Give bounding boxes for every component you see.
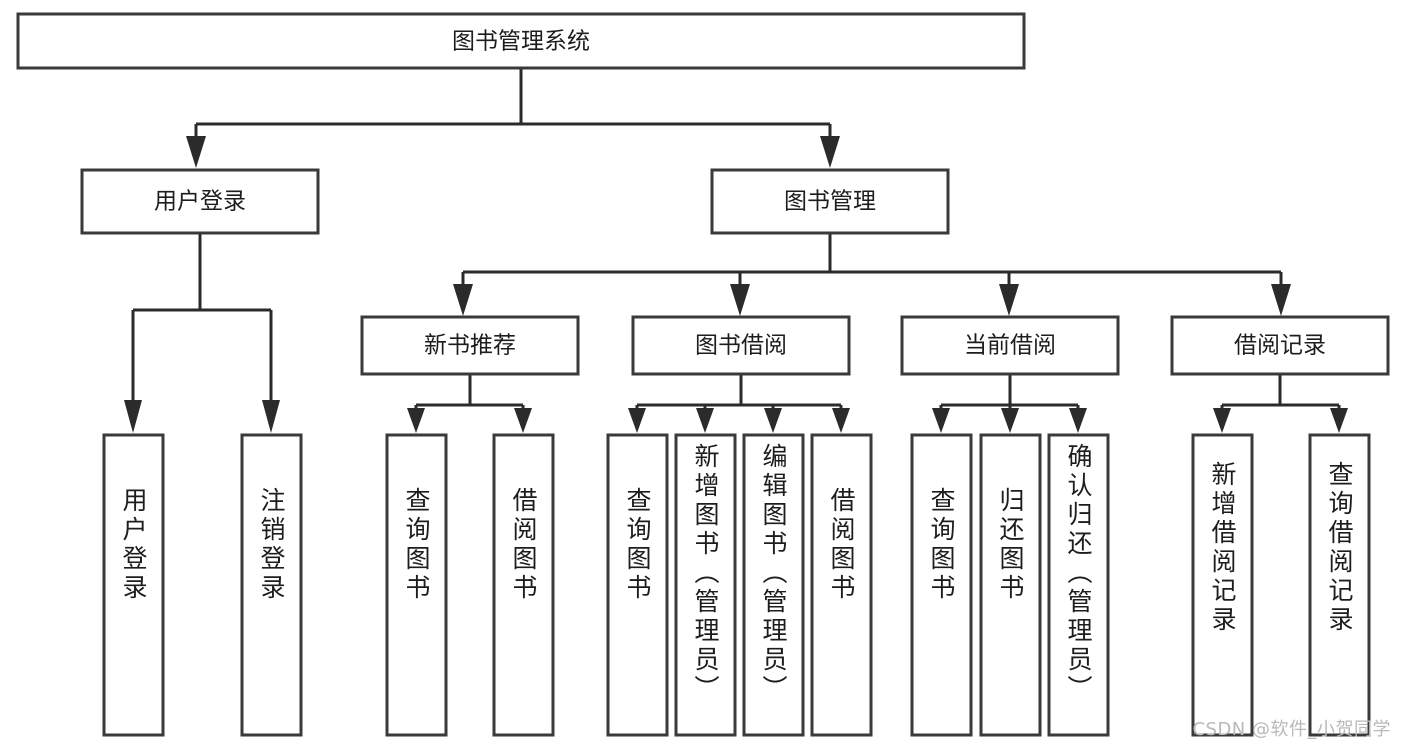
arrow-head-borrowbook-leaf-3 (764, 408, 782, 433)
leaf-box-query-book-3[interactable] (910, 433, 973, 737)
connector-group-borrow-book (628, 374, 850, 433)
leaf-box-edit-book-admin[interactable] (742, 433, 805, 737)
node-user-login-label: 用户登录 (154, 189, 246, 215)
node-book-borrow[interactable]: 图书借阅 (631, 315, 851, 376)
arrow-head-newbook-leaf-1 (407, 408, 425, 433)
leaf-box-add-book-admin[interactable] (674, 433, 737, 737)
node-current-borrow-label: 当前借阅 (964, 333, 1056, 359)
node-current-borrow[interactable]: 当前借阅 (900, 315, 1120, 376)
node-root-system[interactable]: 图书管理系统 (16, 12, 1026, 70)
connector-group-book-manage (453, 233, 1291, 316)
node-book-manage[interactable]: 图书管理 (710, 168, 950, 235)
arrow-head-borrowbook-leaf-4 (832, 408, 850, 433)
arrow-head-record-leaf-2 (1330, 408, 1348, 433)
node-user-login-box (80, 168, 320, 235)
leaf-box-borrow-book-2[interactable] (810, 433, 873, 737)
node-book-borrow-box (631, 315, 851, 376)
leaf-box-query-book-2[interactable] (606, 433, 669, 737)
arrow-head-record-leaf-1 (1213, 408, 1231, 433)
connector-group-new-book (407, 374, 532, 433)
node-book-manage-label: 图书管理 (784, 189, 876, 215)
csdn-watermark: CSDN @软件_小贺同学 (1192, 719, 1391, 740)
node-book-borrow-label: 图书借阅 (695, 333, 787, 359)
leaf-box-logout[interactable] (240, 433, 303, 737)
leaf-box-user-login[interactable] (102, 433, 165, 737)
arrow-head-to-borrow-book (730, 284, 750, 316)
leaf-box-return-book[interactable] (979, 433, 1042, 737)
leaf-box-confirm-return-admin[interactable] (1047, 433, 1110, 737)
arrow-head-to-book-manage (820, 136, 840, 168)
node-borrow-record[interactable]: 借阅记录 (1170, 315, 1390, 376)
arrow-head-current-leaf-2 (1001, 408, 1019, 433)
connector-group-current-borrow (932, 374, 1087, 433)
node-new-book-recommend[interactable]: 新书推荐 (360, 315, 580, 376)
connector-group-root (186, 68, 840, 168)
node-book-manage-box (710, 168, 950, 235)
arrow-head-to-current-borrow (999, 284, 1019, 316)
node-new-book-recommend-label: 新书推荐 (424, 333, 516, 359)
arrow-head-borrowbook-leaf-2 (696, 408, 714, 433)
arrow-head-to-user-login (186, 136, 206, 168)
node-root-box (16, 12, 1026, 70)
node-root-label: 图书管理系统 (452, 29, 590, 55)
leaf-box-borrow-book-1[interactable] (492, 433, 555, 737)
connector-group-borrow-record (1213, 374, 1348, 433)
connector-group-user-login (124, 233, 280, 433)
node-borrow-record-label: 借阅记录 (1234, 333, 1326, 359)
arrow-head-user-leaf-2 (262, 400, 280, 433)
leaf-box-query-book-1[interactable] (385, 433, 448, 737)
node-current-borrow-box (900, 315, 1120, 376)
node-new-book-recommend-box (360, 315, 580, 376)
arrow-head-user-leaf-1 (124, 400, 142, 433)
node-borrow-record-box (1170, 315, 1390, 376)
arrow-head-current-leaf-3 (1069, 408, 1087, 433)
arrow-head-to-borrow-record (1271, 284, 1291, 316)
leaf-box-query-borrow-record[interactable] (1308, 433, 1371, 737)
arrow-head-to-new-book (453, 284, 473, 316)
node-user-login[interactable]: 用户登录 (80, 168, 320, 235)
arrow-head-borrowbook-leaf-1 (628, 408, 646, 433)
leaf-box-add-borrow-record[interactable] (1191, 433, 1254, 737)
arrow-head-current-leaf-1 (932, 408, 950, 433)
arrow-head-newbook-leaf-2 (514, 408, 532, 433)
